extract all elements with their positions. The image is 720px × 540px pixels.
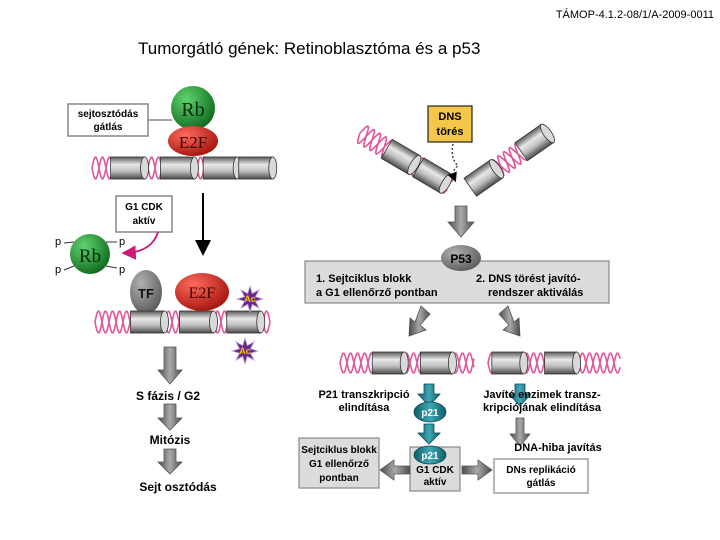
p21-binding-arrow [417, 423, 441, 445]
tf-e2f-complex: TF E2F [130, 270, 229, 314]
replication-block-line1: DNs replikáció [506, 465, 575, 476]
dna-break-line2: törés [437, 126, 464, 138]
p21-bound-label: p21 [421, 451, 439, 462]
g1cdk-inhibited-box: p21 G1 CDK aktív [409, 445, 461, 492]
division-block-line1: sejtosztódás [78, 109, 139, 120]
replication-block-line2: gátlás [527, 478, 556, 489]
ac-label-2: Ac [239, 346, 251, 356]
dna-break-line1: DNS [438, 111, 461, 123]
tf-protein [130, 270, 162, 314]
g1cdk-inhibited-line1: G1 CDK [416, 465, 455, 476]
e2f-bound [175, 273, 229, 311]
dna-repair-label: DNA-hiba javítás [514, 442, 601, 454]
dna-strand-right-lower-right [487, 351, 621, 375]
nucleosome [420, 351, 457, 375]
p21-transcription-line2: elindítása [339, 402, 391, 414]
p-label-4: p [119, 264, 125, 276]
nucleosome [160, 156, 199, 180]
phosphorylation-arrow [121, 231, 159, 260]
p53-effect-1-line2: a G1 ellenőrző pontban [316, 287, 438, 299]
p21-protein [413, 401, 447, 423]
page-title: Tumorgátló gének: Retinoblasztóma és a p… [138, 39, 481, 58]
acetyl-mark-1: Ac [235, 284, 265, 314]
p-label-2: p [119, 236, 125, 248]
dna-strand-right-lower-left [339, 351, 475, 375]
prb-label: Rb [79, 246, 101, 267]
dna-break-box: DNS törés [427, 105, 473, 143]
project-code: TÁMOP-4.1.2-08/1/A-2009-0011 [555, 9, 714, 21]
cell-cycle-block-line3: pontban [319, 473, 358, 484]
phospho-rb: Rb p p p p [55, 234, 125, 276]
repair-expression-arrow [508, 383, 532, 407]
g1cdk-line1: G1 CDK [125, 202, 164, 213]
nucleosome [202, 156, 242, 180]
branch-arrow-right [498, 305, 521, 337]
g1cdk-inhibited-line2: aktív [424, 477, 447, 488]
nucleosome [380, 138, 422, 176]
rb-protein [171, 86, 215, 130]
nucleosome [514, 123, 555, 162]
e2f-label: E2F [179, 133, 207, 152]
cell-cycle-block-box: Sejtciklus blokk G1 ellenőrző pontban [298, 437, 380, 489]
replication-arrow [461, 459, 493, 481]
nucleosome [130, 310, 169, 334]
branch-arrow-left [408, 305, 431, 337]
repair-transcription-line2: kripciójának elindítása [483, 402, 602, 414]
step-cell-division: Sejt osztódás [139, 480, 217, 494]
p53-label: P53 [450, 252, 472, 266]
dna-broken-right [463, 123, 555, 197]
p-label-3: p [55, 264, 61, 276]
replication-block-box: DNs replikáció gátlás [493, 458, 589, 494]
rb-label: Rb [181, 99, 204, 121]
nucleosome [226, 310, 266, 334]
p53-protein [441, 245, 481, 271]
repair-arrow [509, 417, 531, 447]
p21-transcription-line1: P21 transzkripció [318, 389, 409, 401]
repair-transcription-line1: Javító enzimek transz- [483, 389, 601, 401]
p21-expression-arrow [417, 383, 441, 407]
nucleosome [179, 310, 218, 334]
rb-e2f-complex: Rb E2F [168, 86, 218, 156]
acetyl-mark-2: Ac [230, 336, 260, 366]
nucleosome [491, 351, 529, 375]
g1cdk-active-box: G1 CDK aktív [115, 195, 173, 233]
p53-effect-2-line1: 2. DNS törést javító- [476, 273, 581, 285]
nucleosome [110, 156, 149, 180]
p53-effect-1-line1: 1. Sejtciklus blokk [316, 273, 412, 285]
p53-effect-2-line2: rendszer aktiválás [488, 287, 583, 299]
block-arrow [379, 459, 411, 481]
e2f-protein [168, 126, 218, 156]
nucleosome [371, 351, 409, 375]
ac-label-1: Ac [244, 294, 256, 304]
cell-cycle-block-line2: G1 ellenőrző [309, 459, 369, 470]
nucleosome [463, 159, 505, 197]
step-mitosis: Mitózis [150, 433, 191, 447]
dna-strand-left-mid [94, 310, 271, 334]
division-block-line2: gátlás [94, 122, 123, 133]
left-step-arrows [157, 346, 183, 475]
p21-label: p21 [421, 408, 439, 419]
e2f-bound-label: E2F [189, 285, 216, 302]
step-s-phase: S fázis / G2 [136, 389, 200, 403]
g1cdk-line2: aktív [133, 216, 156, 227]
nucleosome [544, 351, 581, 375]
cell-cycle-block-line1: Sejtciklus blokk [301, 445, 377, 456]
break-signal-arrow [447, 143, 459, 183]
p53-effects-box: P53 1. Sejtciklus blokk a G1 ellenőrző p… [304, 245, 610, 304]
nucleosome [238, 156, 278, 180]
division-block-box: sejtosztódás gátlás [67, 103, 149, 137]
p-label-1: p [55, 236, 61, 248]
p53-activation-arrow [447, 205, 475, 238]
tf-label: TF [138, 286, 154, 301]
dna-strand-left-top [91, 156, 278, 180]
